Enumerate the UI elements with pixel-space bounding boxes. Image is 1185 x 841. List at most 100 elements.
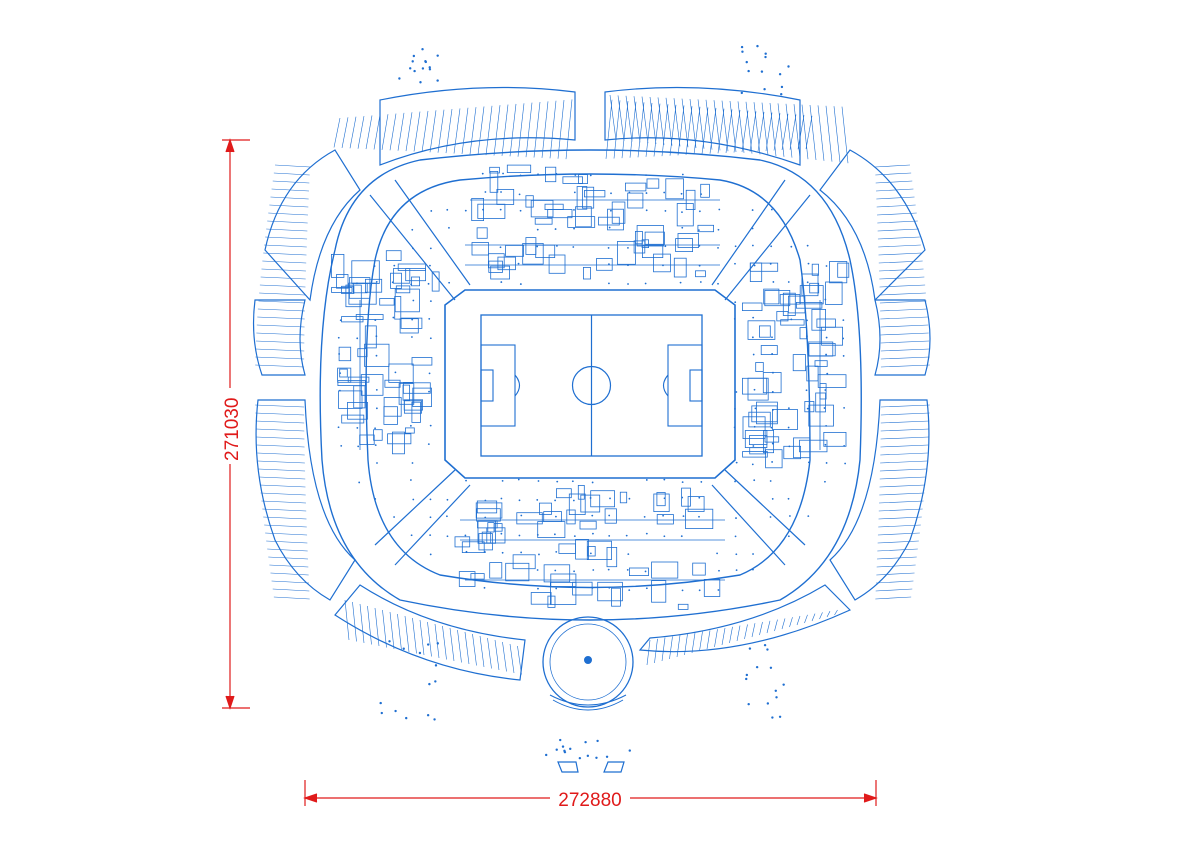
column-dot xyxy=(500,532,503,535)
column-dot xyxy=(536,569,539,571)
left-goal-box xyxy=(480,369,494,402)
seat-row xyxy=(421,110,429,152)
column-dot xyxy=(589,552,592,555)
seat-row xyxy=(258,300,306,304)
column-dot xyxy=(556,480,559,483)
column-dot xyxy=(610,192,612,195)
seat-row xyxy=(272,180,310,184)
room-outline xyxy=(399,318,419,334)
column-dot xyxy=(393,264,396,267)
column-dot xyxy=(698,210,701,213)
left-penalty-arc xyxy=(514,374,521,397)
seat-row xyxy=(699,631,703,652)
column-dot xyxy=(500,191,502,193)
column-dot xyxy=(517,478,520,481)
seat-row xyxy=(413,111,421,152)
exterior-dot xyxy=(778,715,782,718)
room-outline xyxy=(697,224,715,233)
room-outline xyxy=(653,493,670,513)
seat-row xyxy=(834,609,838,616)
column-dot xyxy=(717,246,719,249)
room-outline xyxy=(587,546,596,557)
column-dot xyxy=(411,318,414,321)
column-dot xyxy=(788,515,791,517)
column-dot xyxy=(394,371,397,374)
room-outline xyxy=(625,182,647,192)
exterior-dot xyxy=(745,673,749,677)
seat-row xyxy=(875,180,913,184)
seat-row xyxy=(501,104,509,156)
column-dot xyxy=(591,586,594,589)
seat-row xyxy=(256,332,305,336)
seat-row xyxy=(825,105,833,162)
exterior-dot xyxy=(411,60,414,63)
seating-rows xyxy=(255,94,930,675)
column-dot xyxy=(769,516,772,518)
seat-row xyxy=(689,98,697,149)
column-dot xyxy=(752,568,754,571)
room-outline xyxy=(676,203,694,227)
room-outline xyxy=(412,387,432,408)
room-outline xyxy=(749,447,766,455)
seat-row xyxy=(880,356,930,360)
room-outline xyxy=(811,308,827,331)
column-dot xyxy=(735,553,738,556)
seat-row xyxy=(797,115,805,150)
column-dot xyxy=(805,389,808,392)
exterior-dot xyxy=(747,702,750,706)
exterior-dot xyxy=(740,91,744,95)
column-dot xyxy=(681,496,684,499)
room-outline xyxy=(357,348,368,358)
room-outline xyxy=(811,263,819,276)
room-outline xyxy=(478,533,493,551)
outer-stand-outline xyxy=(874,299,931,376)
seat-row xyxy=(669,636,673,660)
column-dot xyxy=(502,172,504,175)
column-dot xyxy=(392,316,395,319)
column-dot xyxy=(519,209,522,212)
column-dot xyxy=(717,228,720,231)
exterior-dot xyxy=(605,755,609,758)
column-dot xyxy=(771,498,774,500)
seat-row xyxy=(442,625,447,660)
outer-stand-outline xyxy=(638,584,852,653)
seat-row xyxy=(509,643,515,674)
column-dot xyxy=(375,281,378,283)
column-dot xyxy=(826,372,829,375)
seat-row xyxy=(255,420,305,424)
column-dot xyxy=(517,262,520,265)
column-dot xyxy=(807,461,810,464)
seat-row xyxy=(745,101,753,154)
seat-row xyxy=(617,95,625,141)
exterior-dot xyxy=(544,753,548,757)
seat-row xyxy=(374,607,380,647)
seat-row xyxy=(877,236,920,240)
column-dot xyxy=(735,391,738,393)
room-outline xyxy=(837,262,850,278)
room-outline xyxy=(804,401,815,413)
column-dot xyxy=(608,226,611,229)
column-dot xyxy=(357,445,360,448)
plaza-center-dot xyxy=(584,656,592,664)
room-outline xyxy=(341,285,355,294)
seat-row xyxy=(661,104,669,157)
column-dot xyxy=(717,589,720,591)
seat-row xyxy=(876,204,916,208)
room-outline xyxy=(814,360,828,367)
seat-row xyxy=(805,115,813,149)
seat-row xyxy=(621,101,629,159)
column-dot xyxy=(844,462,847,465)
seat-row xyxy=(271,188,309,192)
column-dot xyxy=(429,247,432,250)
dimension-arrow xyxy=(225,695,235,710)
room-outline xyxy=(458,571,476,587)
exterior-dot xyxy=(413,69,416,73)
column-dot xyxy=(788,445,791,448)
column-dot xyxy=(734,407,736,410)
seat-row xyxy=(877,212,917,216)
seat-row xyxy=(268,212,308,216)
exterior-dot xyxy=(780,85,784,89)
column-dot xyxy=(519,174,522,177)
column-dot xyxy=(680,535,683,538)
seat-row xyxy=(357,116,365,149)
